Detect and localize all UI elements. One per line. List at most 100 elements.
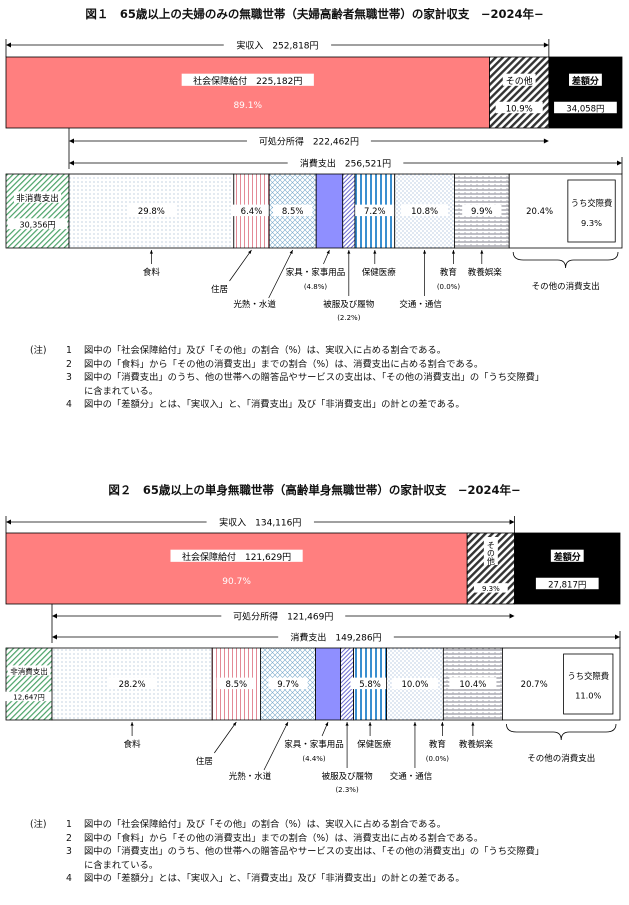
label-clothing: 被服及び履物 — [322, 771, 374, 782]
income-total-label-bg — [206, 515, 314, 528]
disposable-income-label: 可処分所得 121,469円 — [233, 610, 333, 622]
furniture-arrowhead — [326, 250, 330, 254]
label-housing: 住居 — [196, 756, 213, 767]
figure-1: 図１ 65歳以上の夫婦のみの無職世帯（夫婦高齢者無職世帯）の家計収支 −2024… — [0, 0, 629, 452]
other-income-pct: 9.3% — [482, 585, 500, 593]
bar-non-consumption — [5, 173, 70, 249]
figure-1-title: 図１ 65歳以上の夫婦のみの無職世帯（夫婦高齢者無職世帯）の家計収支 −2024… — [85, 7, 544, 21]
consumption-pct-2-bg — [273, 204, 313, 217]
consumption-pct-1: 8.5% — [226, 680, 248, 690]
consumption-total-label: 消費支出 149,286円 — [290, 631, 381, 643]
consumption-arrow-arrow-left — [69, 160, 74, 166]
kosai-box — [563, 653, 614, 715]
housing-arrowhead — [248, 250, 252, 254]
consumption-arrow-arrow-right — [615, 634, 620, 640]
label-culture: 教養娯楽 — [459, 739, 494, 750]
surplus-label: 差額分 — [554, 551, 581, 563]
consumption-pct-5: 7.2% — [364, 207, 386, 217]
consumption-pct-8-bg — [449, 677, 497, 690]
label-furniture: 家具・家事用品 — [286, 267, 346, 278]
other-consumption-brace — [506, 723, 617, 741]
consumption-pct-0: 28.2% — [119, 680, 146, 690]
label-utilities: 光熱・水道 — [229, 771, 272, 782]
surplus-value-bg — [554, 101, 617, 114]
consumption-pct-8: 9.9% — [471, 207, 493, 217]
surplus-label-bg — [569, 73, 602, 86]
consumption-pct-6-bg — [391, 677, 439, 690]
non-consumption-value-bg — [2, 691, 56, 702]
label-clothing: 被服及び履物 — [323, 299, 375, 310]
other-income-label-bg — [502, 73, 536, 86]
bar-surplus — [548, 56, 623, 129]
label-clothing-pct: (2.3%) — [335, 786, 359, 794]
label-furniture-pct: (4.8%) — [304, 283, 328, 291]
disposable-arrow-arrow-right — [543, 138, 549, 144]
other-income-label-bg — [483, 537, 498, 565]
bar-social-security — [5, 56, 490, 129]
utilities-leader — [268, 249, 294, 299]
income-arrow-arrow-left — [6, 42, 11, 48]
consumption-pct-0-bg — [108, 677, 156, 690]
kosai-pct: 11.0% — [575, 690, 601, 700]
surplus-value: 27,817円 — [548, 580, 586, 590]
label-furniture-pct: (4.4%) — [302, 755, 326, 763]
kosai-box — [567, 179, 616, 243]
other-income-label: その他 — [506, 75, 533, 87]
other-consumption-brace — [512, 251, 619, 269]
food-arrowhead — [149, 250, 153, 254]
note-4: 図中の「差額分」とは、「実収入」と、「消費支出」及び「非消費支出」の計との差であ… — [84, 399, 465, 411]
bar-consumption-3 — [315, 647, 341, 721]
label-other-consumption: その他の消費支出 — [532, 281, 600, 292]
consumption-pct-9: 20.7% — [521, 680, 548, 690]
disposable-income-label-bg — [246, 134, 371, 147]
income-arrow-arrow-right — [543, 42, 549, 48]
label-transport: 交通・通信 — [399, 299, 442, 310]
disposable-income-label: 可処分所得 222,462円 — [259, 135, 359, 147]
notes-key: (注) — [30, 819, 47, 830]
label-culture: 教養娯楽 — [468, 267, 503, 278]
label-medical: 保健医療 — [357, 739, 392, 750]
culture-arrowhead — [471, 722, 475, 726]
non-consumption-value: 30,356円 — [20, 220, 56, 229]
social-security-pct: 89.1% — [233, 101, 262, 111]
surplus-label-bg — [550, 549, 584, 562]
note-3-continued: に含まれている。 — [84, 859, 159, 871]
disposable-arrow-arrow-left — [69, 138, 74, 144]
kosai-pct: 9.3% — [581, 218, 602, 228]
clothing-arrowhead — [347, 250, 351, 254]
figure-2: 図２ 65歳以上の単身無職世帯（高齢単身無職世帯）の家計収支 −2024年− 実… — [0, 480, 629, 905]
housing-leader — [229, 249, 252, 282]
note-4: 図中の「差額分」とは、「実収入」と、「消費支出」及び「非消費支出」の計との差であ… — [84, 873, 465, 885]
social-security-label: 社会保障給付 121,629円 — [182, 551, 291, 563]
note-3-continued: に含まれている。 — [84, 385, 159, 397]
income-total-label: 実収入 252,818円 — [236, 39, 318, 51]
social-security-label-bg — [170, 549, 303, 562]
income-arrow-arrow-left — [6, 519, 11, 525]
consumption-pct-2: 9.7% — [277, 680, 299, 690]
consumption-total-label-bg — [278, 630, 394, 643]
label-education: 教育 — [440, 267, 457, 278]
non-consumption-label: 非消費支出 — [16, 193, 59, 204]
social-security-pct: 90.7% — [222, 577, 251, 587]
food-arrowhead — [130, 722, 134, 726]
consumption-arrow-arrow-right — [617, 160, 622, 166]
note-2: 図中の「食料」から「その他の消費支出」までの割合（%）は、消費支出に占める割合で… — [84, 832, 484, 844]
income-arrow-arrow-right — [509, 519, 515, 525]
note-3: 図中の「消費支出」のうち、他の世帯への贈答品やサービスの支出は、「その他の消費支… — [84, 372, 545, 384]
consumption-pct-1-bg — [231, 204, 272, 217]
consumption-pct-6: 10.0% — [401, 680, 428, 690]
medical-arrowhead — [368, 722, 372, 726]
label-food: 食料 — [124, 739, 142, 750]
note-3: 図中の「消費支出」のうち、他の世帯への贈答品やサービスの支出は、「その他の消費支… — [84, 846, 545, 858]
non-consumption-label: 非消費支出 — [10, 666, 48, 676]
consumption-pct-5-bg — [350, 677, 390, 690]
medical-arrowhead — [373, 250, 377, 254]
consumption-pct-0-bg — [127, 204, 175, 217]
surplus-label: 差額分 — [572, 75, 599, 87]
label-furniture: 家具・家事用品 — [284, 739, 344, 750]
other-income-label: その他 — [486, 541, 495, 566]
social-security-label: 社会保障給付 225,182円 — [193, 75, 302, 87]
utilities-arrowhead — [289, 250, 293, 254]
